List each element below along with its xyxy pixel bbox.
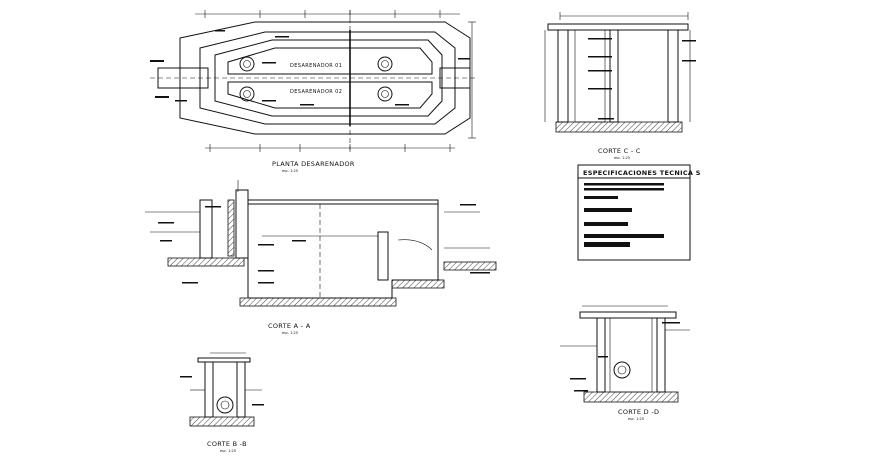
section-cc-scale: esc. 1:25 (614, 156, 630, 160)
section-cc-title: CORTE C - C (598, 147, 641, 155)
section-aa-title: CORTE A - A (268, 322, 311, 330)
plan-label-desarenador-02: DESARENADOR 02 (290, 89, 342, 95)
section-bb-title: CORTE B -B (207, 440, 247, 448)
plan-label-desarenador-01: DESARENADOR 01 (290, 63, 342, 69)
specs-title: ESPECIFICACIONES TECNICA S (583, 169, 701, 177)
section-aa-scale: esc. 1:25 (282, 331, 298, 335)
plan-title: PLANTA DESARENADOR (272, 160, 355, 168)
section-aa: CORTE A - A esc. 1:25 (145, 180, 497, 335)
plan-scale: esc. 1:25 (282, 169, 298, 173)
section-bb-scale: esc. 1:25 (220, 449, 236, 453)
section-dd-title: CORTE D -D (618, 408, 659, 416)
section-bb: CORTE B -B esc. 1:25 (180, 352, 264, 453)
section-cc: CORTE C - C esc. 1:25 (544, 12, 696, 160)
section-dd-scale: esc. 1:25 (628, 417, 644, 421)
plan-view: DESARENADOR 01 DESARENADOR 02 PLANTA DES… (150, 10, 476, 173)
specs-box: ESPECIFICACIONES TECNICA S (577, 164, 701, 261)
section-dd: CORTE D -D esc. 1:25 (560, 305, 690, 421)
